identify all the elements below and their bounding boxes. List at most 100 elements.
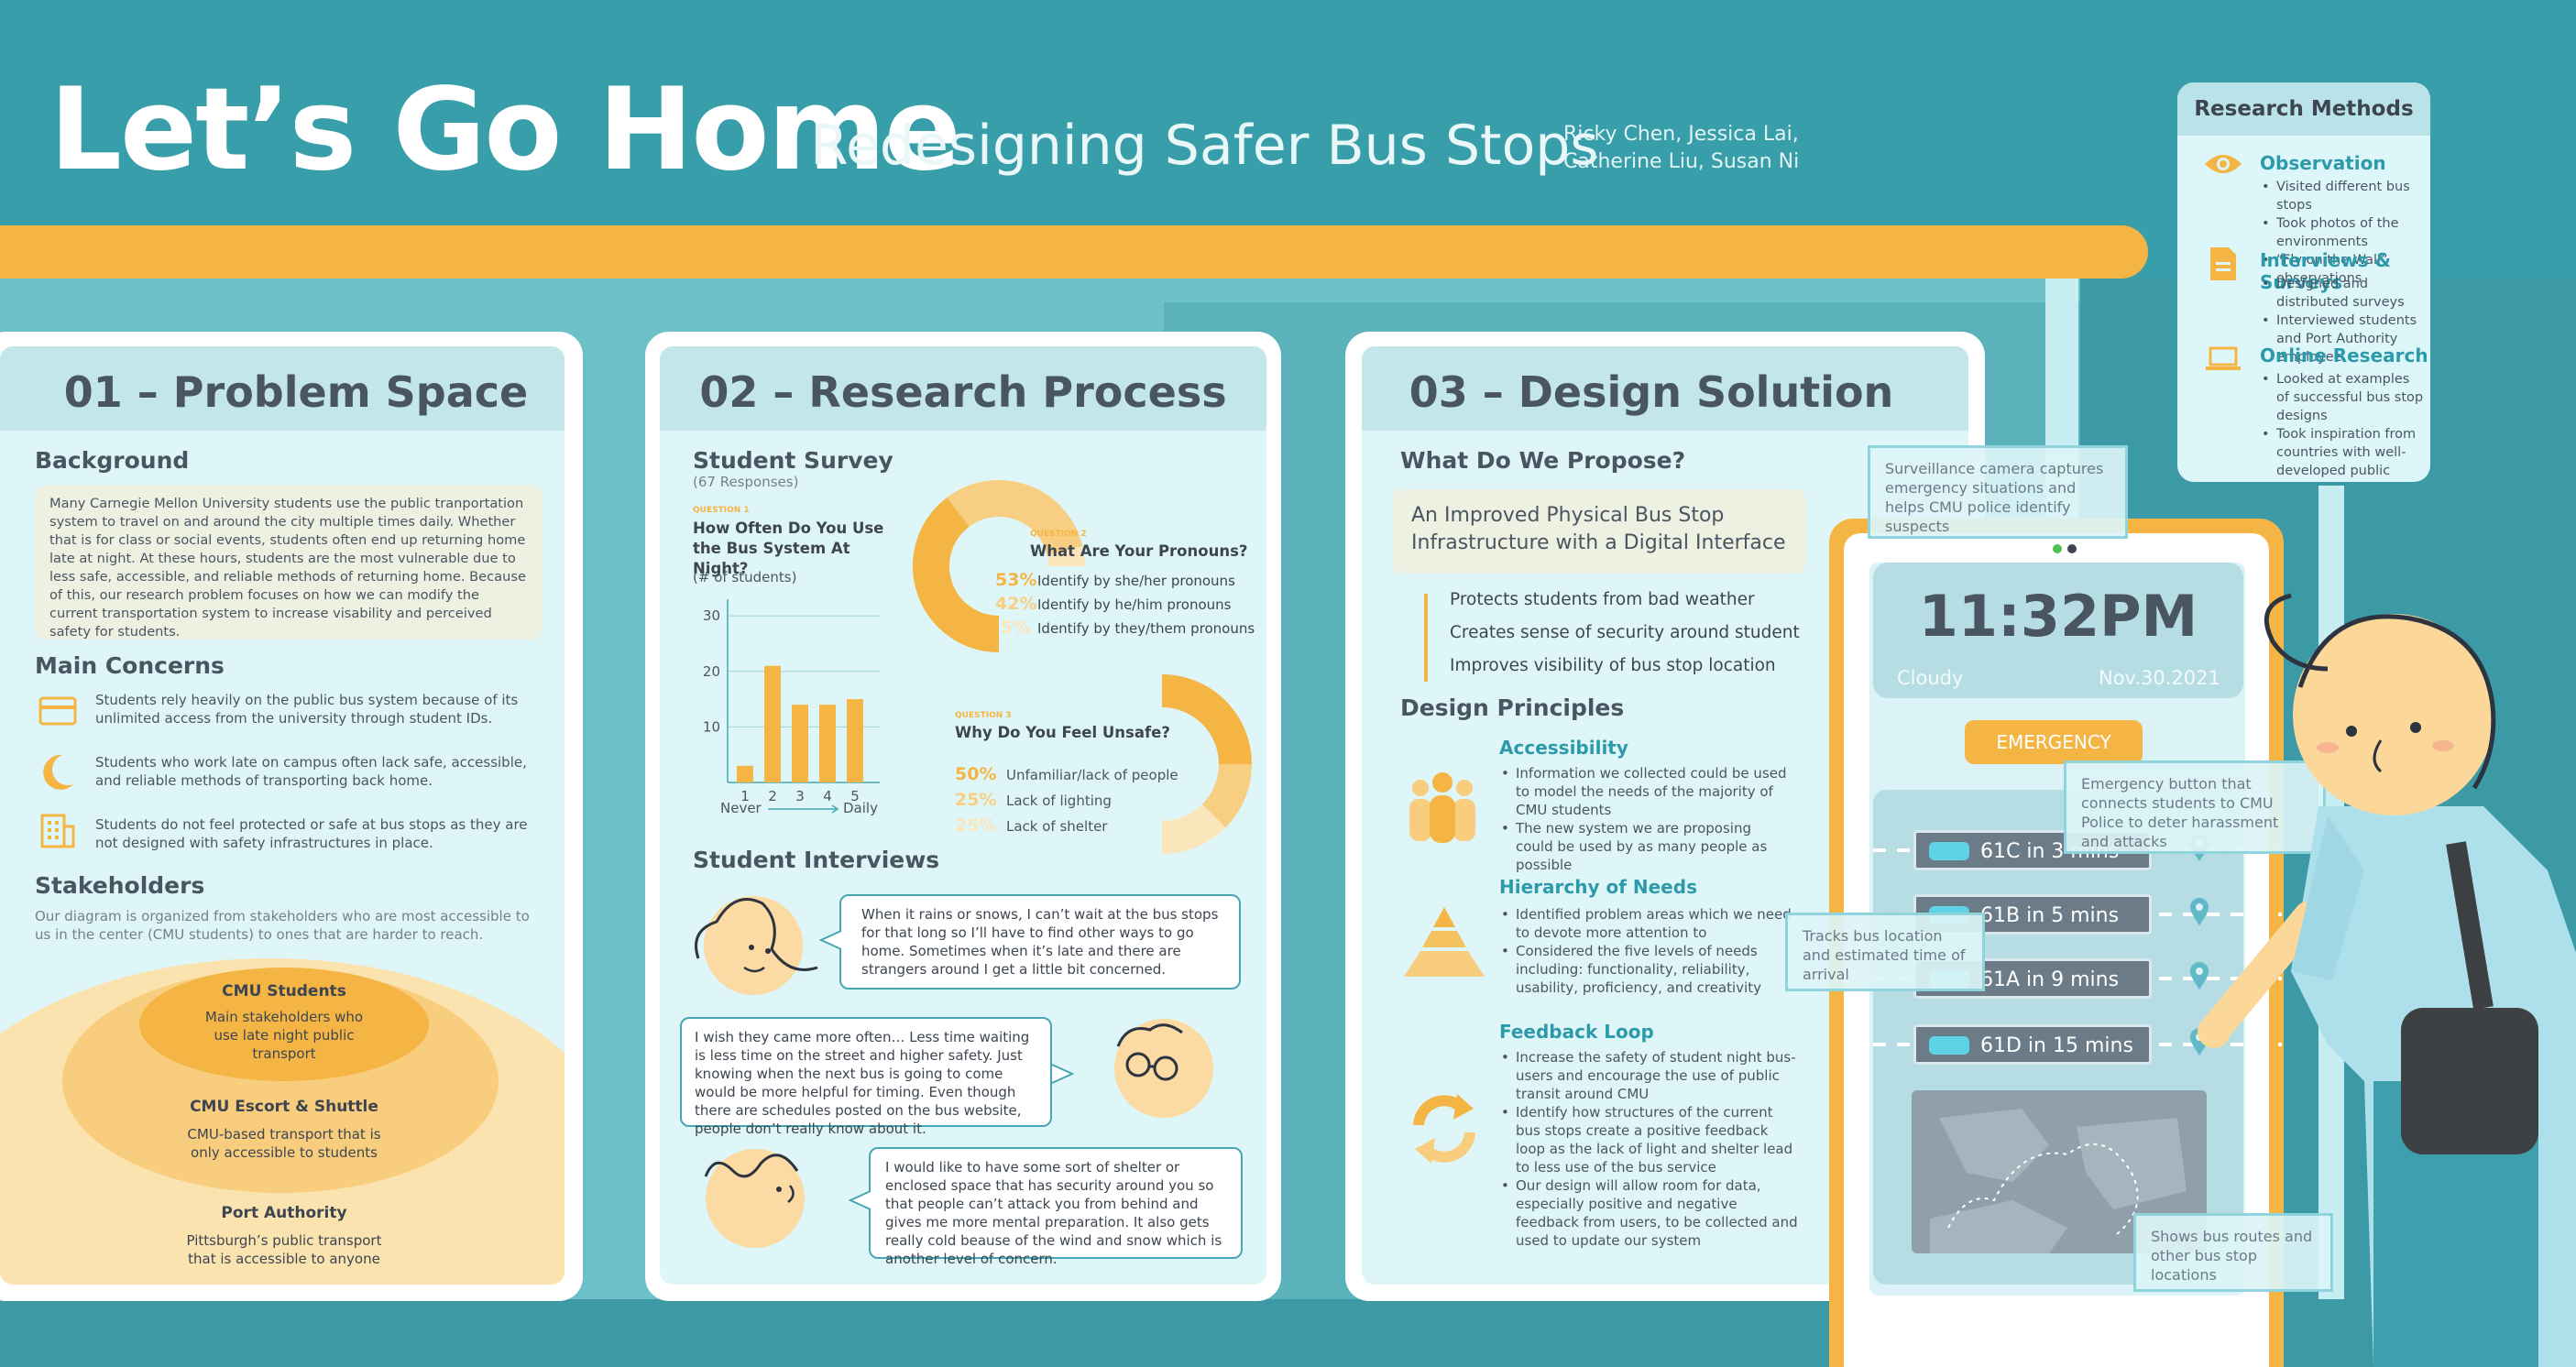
- shelter-roof-bar: [0, 225, 2148, 279]
- bar: [737, 765, 753, 782]
- bubble-tail-3: [849, 1190, 871, 1210]
- pyramid-icon: [1402, 905, 1486, 982]
- problem-space-panel: 01 – Problem Space Background Many Carne…: [0, 346, 565, 1285]
- survey-title: Student Survey: [693, 447, 893, 474]
- bar: [792, 705, 808, 782]
- principle-accessibility-list: Information we collected could be used t…: [1499, 764, 1792, 874]
- people-icon: [1404, 771, 1481, 848]
- principle-hierarchy-title: Hierarchy of Needs: [1499, 876, 1697, 898]
- stakeholders-title: Stakeholders: [35, 872, 205, 899]
- stakeholders-text: Our diagram is organized from stakeholde…: [35, 908, 530, 943]
- method-interviews-list: Designed and distributed surveys Intervi…: [2260, 275, 2425, 366]
- q1-tag: QUESTION 1: [693, 506, 750, 515]
- bus-icon: [1929, 1036, 1969, 1055]
- q3-title: Why Do You Feel Unsafe?: [955, 724, 1170, 741]
- interviews-title: Student Interviews: [693, 847, 940, 873]
- bar: [847, 699, 863, 782]
- benefits-bar: [1424, 594, 1428, 682]
- method-online-list: Looked at examples of successful bus sto…: [2260, 370, 2425, 482]
- camera-lens: [2053, 544, 2062, 553]
- q2-legend: 53%Identify by she/her pronouns 42%Ident…: [995, 570, 1255, 641]
- x-tick-label: 4: [823, 788, 832, 804]
- interview-quote-3: I would like to have some sort of shelte…: [869, 1147, 1243, 1267]
- q1-xlabel-left: Never: [720, 800, 762, 816]
- principle-feedback-title: Feedback Loop: [1499, 1021, 1654, 1043]
- callout-emergency: Emergency button that connects students …: [2064, 760, 2326, 854]
- q2-title: What Are Your Pronouns?: [1030, 542, 1248, 560]
- x-tick-label: 3: [795, 788, 805, 804]
- method-observation-title: Observation: [2260, 152, 2386, 174]
- authors: Ricky Chen, Jessica Lai, Catherine Liu, …: [1563, 123, 1800, 173]
- x-tick-label: 1: [740, 788, 750, 804]
- document-icon: [2209, 246, 2238, 286]
- interview-quote-1: When it rains or snows, I can’t wait at …: [839, 894, 1241, 990]
- callout-camera: Surveillance camera captures emergency s…: [1868, 445, 2128, 539]
- principle-feedback-list: Increase the safety of student night bus…: [1499, 1048, 1802, 1250]
- person-figure: [2198, 593, 2576, 1367]
- q1-xlabel-right: Daily: [843, 800, 878, 816]
- q2-legend-row: 5%Identify by they/them pronouns: [1000, 618, 1255, 638]
- donut-slice: [1201, 763, 1252, 828]
- design-solution-heading: 03 – Design Solution: [1362, 346, 1968, 431]
- benefits-list: Protects students from bad weather Creat…: [1450, 590, 1800, 675]
- propose-box: An Improved Physical Bus Stop Infrastruc…: [1393, 489, 1805, 574]
- y-tick-label: 30: [703, 607, 720, 624]
- background-box: Many Carnegie Mellon University students…: [35, 486, 543, 640]
- donut-slice: [913, 497, 1000, 652]
- principle-hierarchy-list: Identified problem areas which we need t…: [1499, 905, 1792, 997]
- ring-cmu-students: CMU Students Main stakeholders who use l…: [204, 982, 364, 1062]
- propose-title: What Do We Propose?: [1400, 447, 1686, 474]
- bubble-tail-2: [1051, 1064, 1074, 1084]
- q2-tag: QUESTION 2: [1030, 530, 1087, 539]
- q1-bar-chart: 10 20 30 1 2 3 4 5: [703, 599, 880, 804]
- building-icon: [40, 814, 75, 852]
- bar: [764, 665, 781, 782]
- donut-slice: [1161, 804, 1226, 854]
- principles-title: Design Principles: [1400, 694, 1625, 721]
- callout-map: Shows bus routes and other bus stop loca…: [2133, 1213, 2333, 1292]
- q3-donut-chart: [1161, 674, 1252, 854]
- q3-legend-row: 25%Lack of lighting: [955, 790, 1112, 810]
- student-avatar-3-hair: [704, 1154, 799, 1203]
- ring-cmu-escort: CMU Escort & Shuttle CMU-based transport…: [187, 1098, 381, 1161]
- y-tick-label: 20: [703, 663, 720, 680]
- q3-legend-row: 25%Lack of shelter: [955, 815, 1108, 836]
- q3-tag: QUESTION 3: [955, 711, 1012, 720]
- principle-accessibility-title: Accessibility: [1499, 737, 1628, 759]
- q2-donut-chart: [913, 480, 1085, 652]
- q2-legend-row: 53%Identify by she/her pronouns: [995, 570, 1235, 590]
- donut-slice: [947, 480, 1083, 556]
- design-solution-panel: 03 – Design Solution What Do We Propose?…: [1362, 346, 1968, 1285]
- eye-icon: [2203, 150, 2243, 181]
- laptop-icon: [2205, 346, 2242, 376]
- poster-subtitle: Redesigning Safer Bus Stops: [810, 114, 1599, 178]
- donut-slice: [1047, 546, 1085, 567]
- x-tick-label: 5: [850, 788, 860, 804]
- bus-icon: [1929, 842, 1969, 860]
- research-methods-panel: Research Methods Observation Visited dif…: [2177, 82, 2430, 482]
- bar: [819, 705, 836, 782]
- camera-lens-dark: [2067, 544, 2077, 553]
- research-process-panel: 02 – Research Process Student Survey (67…: [660, 346, 1266, 1285]
- donut-slice: [1161, 674, 1252, 765]
- concern-1: Students rely heavily on the public bus …: [95, 692, 519, 727]
- id-card-icon: [38, 696, 77, 729]
- x-tick-label: 2: [768, 788, 777, 804]
- ring-port-authority: Port Authority Pittsburgh’s public trans…: [186, 1204, 382, 1267]
- weather-text: Cloudy: [1897, 667, 1964, 689]
- date-text: Nov.30.2021: [2099, 667, 2220, 689]
- q2-legend-row: 42%Identify by he/him pronouns: [995, 594, 1232, 614]
- concern-3: Students do not feel protected or safe a…: [95, 816, 528, 851]
- method-online-title: Online Research: [2260, 344, 2428, 366]
- background-title: Background: [35, 447, 190, 474]
- concern-2: Students who work late on campus often l…: [95, 754, 527, 789]
- emergency-button[interactable]: EMERGENCY: [1965, 720, 2143, 764]
- student-avatar-1-hair: [695, 898, 818, 973]
- q3-legend: 50%Unfamiliar/lack of people 25%Lack of …: [955, 764, 1178, 841]
- bus-row[interactable]: 61D in 15 mins: [1913, 1024, 2152, 1065]
- y-tick-label: 10: [703, 718, 720, 735]
- student-avatar-3: [706, 1149, 805, 1248]
- bubble-tail-1: [819, 930, 842, 950]
- q1-ylabel: (# of students): [693, 569, 797, 585]
- problem-space-heading: 01 – Problem Space: [0, 346, 565, 431]
